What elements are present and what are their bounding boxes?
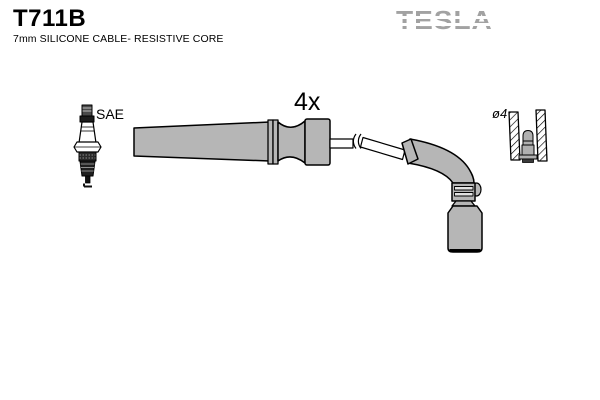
- terminal-cross-section-drawing: [508, 109, 548, 163]
- part-number: T711B: [13, 5, 87, 32]
- diameter-label: ø4: [492, 106, 507, 121]
- tesla-brand-logo: TESLA: [396, 8, 492, 35]
- tesla-logo-text: TESLA: [396, 6, 493, 35]
- quantity-label: 4x: [294, 88, 321, 116]
- logo-stripe: [396, 23, 492, 26]
- logo-stripe: [396, 16, 492, 19]
- product-description: 7mm SILICONE CABLE- RESISTIVE CORE: [13, 33, 224, 45]
- cable-assembly-drawing: [133, 118, 406, 166]
- sae-terminal-label: SAE: [96, 106, 124, 122]
- elbow-boot-drawing: [401, 138, 483, 253]
- spark-plug-drawing: [73, 104, 102, 188]
